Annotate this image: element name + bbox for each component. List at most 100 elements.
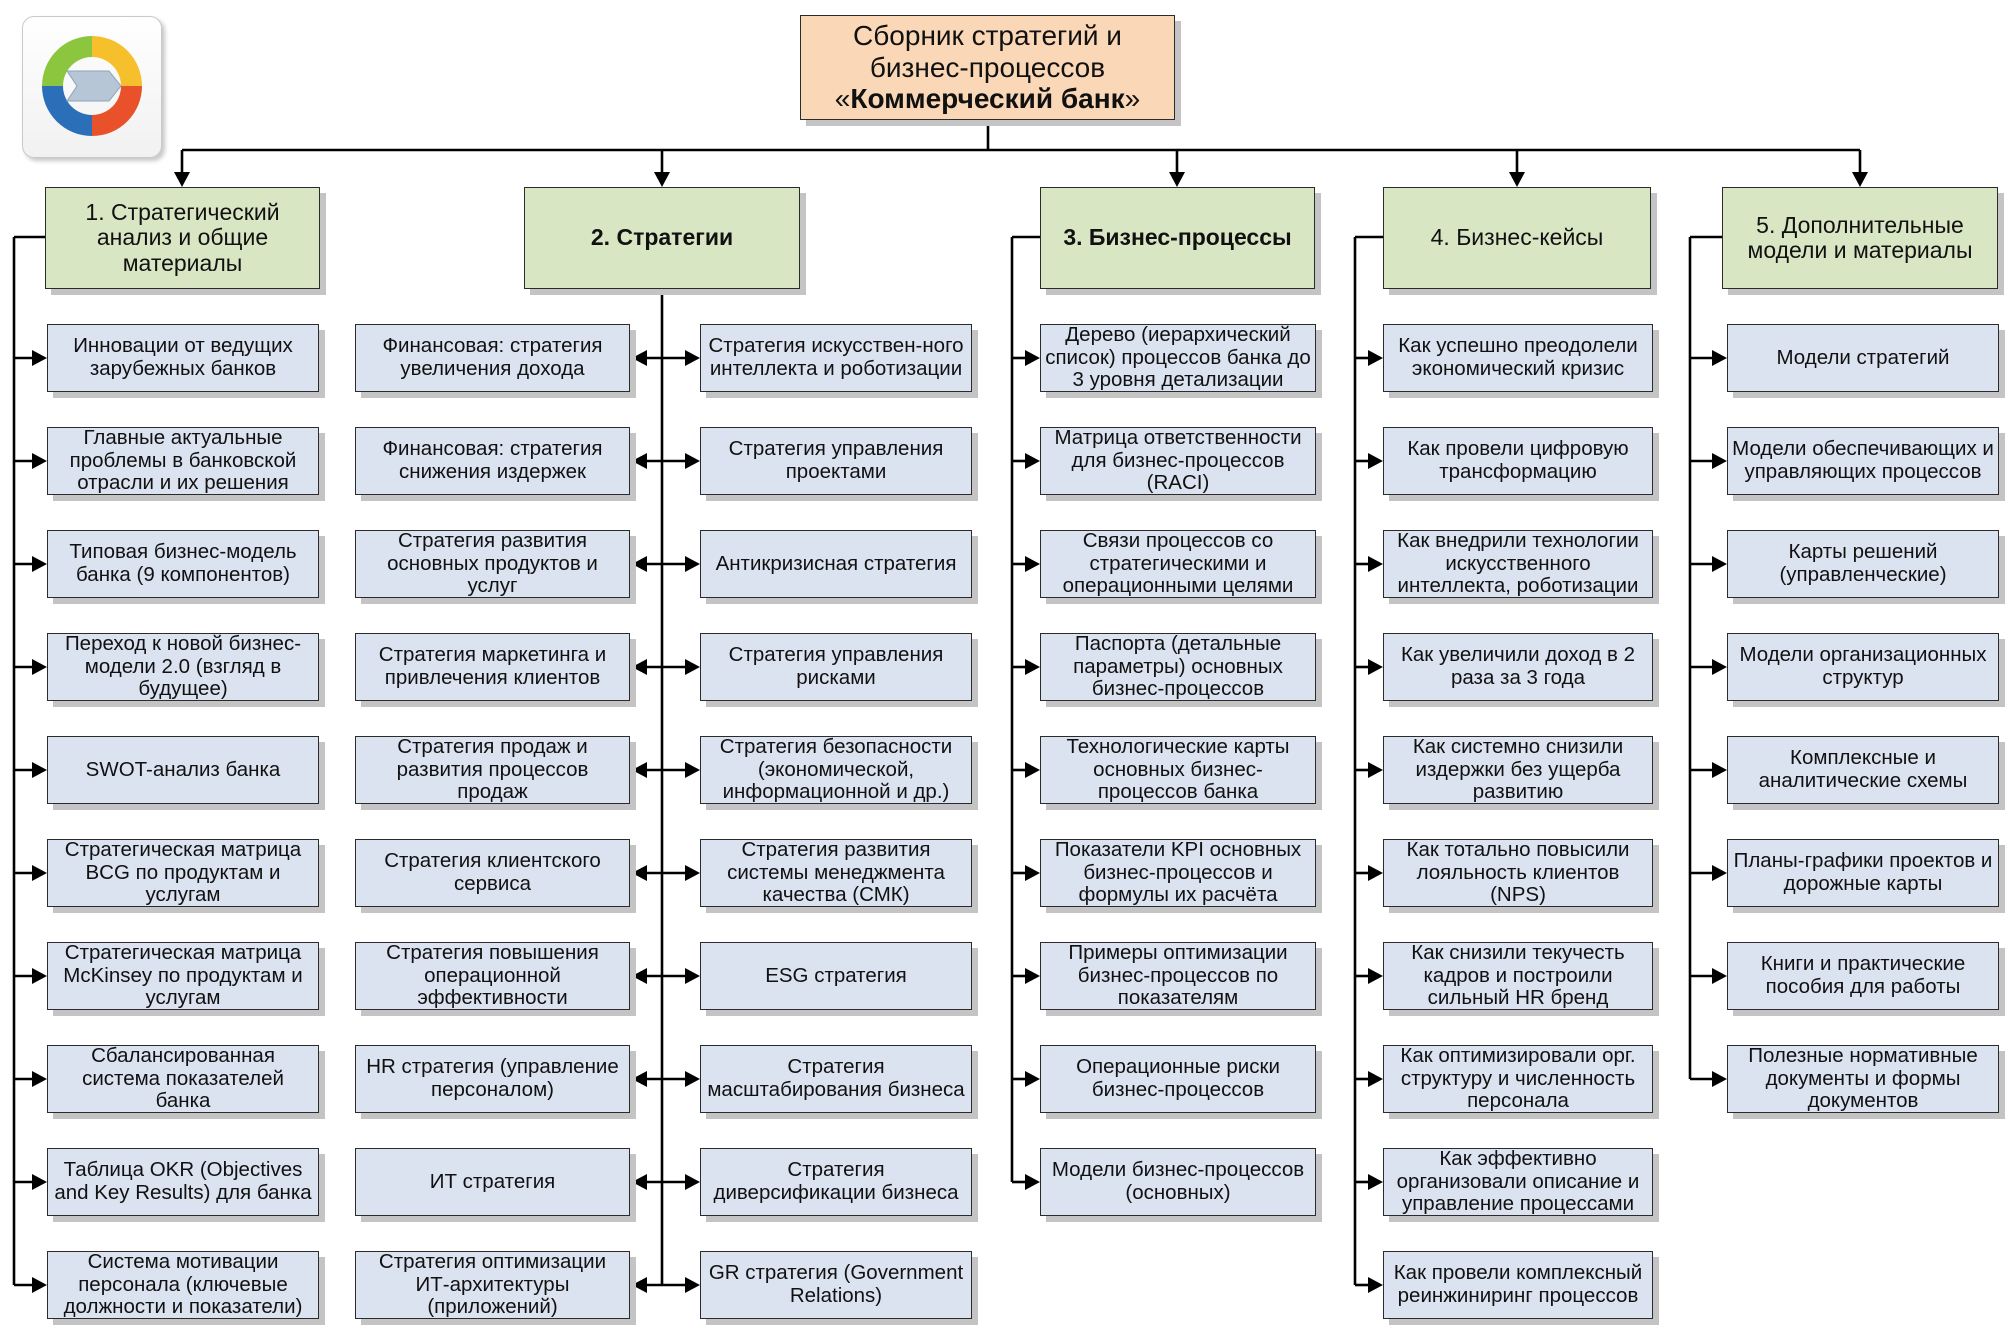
arrowhead-icon [1368,350,1383,366]
root-title-line3: «Коммерческий банк» [834,83,1141,115]
arrowhead-icon [1368,1071,1383,1087]
arrowhead-icon [1368,556,1383,572]
list-item: Система мотивации персонала (ключевые до… [47,1250,319,1319]
arrowhead-icon [174,172,190,187]
list-item: Главные актуальные проблемы в банковской… [47,426,319,495]
arrowhead-icon [1712,556,1727,572]
list-item: Модели стратегий [1727,324,1999,392]
arrowhead-icon [1025,350,1040,366]
list-item: Матрица ответственности для бизнес-проце… [1040,426,1316,495]
list-item: ESG стратегия [700,942,972,1010]
list-item: Дерево (иерархический список) процессов … [1040,323,1316,392]
list-item: Как оптимизировали орг. структуру и числ… [1383,1044,1653,1113]
column-header-business-processes: 3. Бизнес-процессы [1040,187,1315,289]
arrowhead-icon [32,1277,47,1293]
list-item: Как эффективно организовали описание и у… [1383,1147,1653,1216]
list-item: Модели организационных структур [1727,633,1999,701]
list-item: Как внедрили технологии искусственного и… [1383,529,1653,598]
list-item: Стратегия искусствен-ного интеллекта и р… [700,324,972,392]
root-title-box: Сборник стратегий и бизнес-процессов «Ко… [800,15,1175,120]
arrowhead-icon [1712,865,1727,881]
arrowhead-icon [1509,172,1525,187]
arrowhead-icon [685,865,700,881]
arrowhead-icon [1025,1071,1040,1087]
arrowhead-icon [1368,762,1383,778]
list-item: Комплексные и аналитические схемы [1727,736,1999,804]
list-item: Стратегия оптимизации ИТ-архитектуры (пр… [355,1250,630,1319]
list-item: Стратегия диверсификации бизнеса [700,1148,972,1216]
arrowhead-icon [32,968,47,984]
list-item: Как системно снизили издержки без ущерба… [1383,735,1653,804]
arrowhead-icon [632,659,647,675]
arrowhead-icon [685,350,700,366]
list-item: Примеры оптимизации бизнес-процессов по … [1040,941,1316,1010]
arrowhead-icon [1368,453,1383,469]
list-item: Как провели цифровую трансформацию [1383,427,1653,495]
arrowhead-icon [685,453,700,469]
arrowhead-icon [654,172,670,187]
arrowhead-icon [1852,172,1868,187]
list-item: Стратегическая матрица McKinsey по проду… [47,941,319,1010]
list-item: HR стратегия (управление персоналом) [355,1045,630,1113]
arrowhead-icon [1169,172,1185,187]
arrowhead-icon [632,1174,647,1190]
column-header-analysis: 1. Стратегический анализ и общие материа… [45,187,320,289]
list-item: Как тотально повысили лояльность клиенто… [1383,838,1653,907]
list-item: Как провели комплексный реинжиниринг про… [1383,1251,1653,1319]
list-item: Типовая бизнес-модель банка (9 компонент… [47,530,319,598]
arrowhead-icon [685,1071,700,1087]
list-item: Стратегия безопасности (экономической, и… [700,735,972,804]
arrowhead-icon [32,556,47,572]
list-item: Операционные риски бизнес-процессов [1040,1045,1316,1113]
list-item: Паспорта (детальные параметры) основных … [1040,632,1316,701]
arrowhead-icon [632,1071,647,1087]
list-item: Связи процессов со стратегическими и опе… [1040,529,1316,598]
arrowhead-icon [685,556,700,572]
list-item: Стратегия развития системы менеджмента к… [700,838,972,907]
list-item: Модели бизнес-процессов (основных) [1040,1148,1316,1216]
root-title-line1: Сборник стратегий и [853,20,1122,52]
list-item: Как снизили текучесть кадров и построили… [1383,941,1653,1010]
arrowhead-icon [1025,1174,1040,1190]
arrowhead-icon [1368,968,1383,984]
logo [22,16,162,158]
arrowhead-icon [1712,659,1727,675]
list-item: Как увеличили доход в 2 раза за 3 года [1383,633,1653,701]
arrowhead-icon [1368,1174,1383,1190]
list-item: Показатели KPI основных бизнес-процессов… [1040,838,1316,907]
list-item: Стратегия масштабирования бизнеса [700,1045,972,1113]
column-header-strategies: 2. Стратегии [524,187,800,289]
arrowhead-icon [685,1174,700,1190]
list-item: SWOT-анализ банка [47,736,319,804]
arrowhead-icon [1368,865,1383,881]
list-item: Стратегия клиентского сервиса [355,839,630,907]
column-header-business-cases: 4. Бизнес-кейсы [1383,187,1651,289]
arrowhead-icon [685,1277,700,1293]
arrowhead-icon [1025,865,1040,881]
arrowhead-icon [685,659,700,675]
arrowhead-icon [1025,968,1040,984]
list-item: Антикризисная стратегия [700,530,972,598]
list-item: Стратегия управления проектами [700,427,972,495]
column-header-additional-materials: 5. Дополнительные модели и материалы [1722,187,1998,289]
circular-arrows-logo-icon [42,36,142,136]
list-item: GR стратегия (Government Relations) [700,1251,972,1319]
arrowhead-icon [1025,453,1040,469]
list-item: Полезные нормативные документы и формы д… [1727,1044,1999,1113]
arrowhead-icon [632,453,647,469]
arrowhead-icon [32,350,47,366]
arrowhead-icon [632,556,647,572]
list-item: Стратегическая матрица BCG по продуктам … [47,838,319,907]
arrowhead-icon [685,762,700,778]
arrowhead-icon [32,762,47,778]
arrowhead-icon [632,968,647,984]
arrowhead-icon [1712,968,1727,984]
arrowhead-icon [685,968,700,984]
list-item: ИТ стратегия [355,1148,630,1216]
list-item: Стратегия маркетинга и привлечения клиен… [355,633,630,701]
list-item: Карты решений (управленческие) [1727,530,1999,598]
arrowhead-icon [32,1174,47,1190]
list-item: Модели обеспечивающих и управляющих проц… [1727,427,1999,495]
